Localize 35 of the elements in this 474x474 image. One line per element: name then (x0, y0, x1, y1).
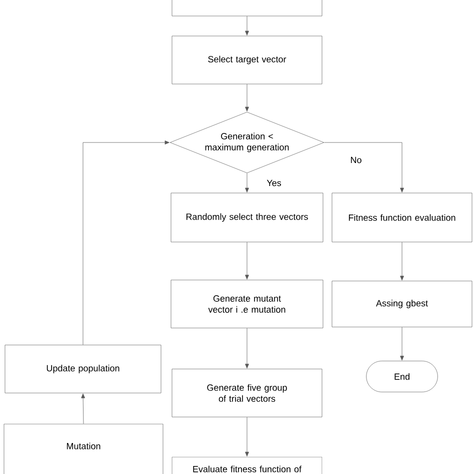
process-box (4, 424, 164, 474)
arrow (82, 140, 170, 345)
node-label: Randomly select three vectors (186, 213, 308, 222)
arrow (324, 142, 404, 192)
node-label: Generate mutant vector i .e mutation (208, 295, 286, 313)
process-box (172, 0, 322, 16)
node-label: Generation < maximum generation (205, 132, 289, 152)
node-label: Update population (46, 364, 120, 374)
process-box (172, 456, 322, 474)
edge-label: No (351, 156, 362, 164)
process-box (170, 192, 324, 242)
node-label: End (394, 373, 410, 380)
arrow (245, 173, 249, 192)
process-box (172, 36, 322, 84)
process-box (332, 280, 472, 328)
node-label: Generate five group of trial vectors (207, 384, 287, 402)
process-box (170, 280, 324, 328)
arrow (245, 328, 249, 368)
arrow (245, 417, 249, 456)
process-box (4, 344, 162, 394)
node-label: Mutation (66, 442, 100, 450)
process-box (172, 368, 322, 418)
process-box (332, 192, 472, 242)
node-label: Evaluate fitness function of (193, 466, 302, 472)
edge-label: Yes (266, 180, 282, 186)
arrow (245, 84, 249, 112)
node-label: Assing gbest (376, 300, 428, 308)
node-label: Select target vector (208, 56, 286, 64)
arrow (400, 327, 404, 360)
arrow (245, 16, 249, 36)
arrow (400, 242, 404, 280)
decision-diamond (170, 112, 324, 174)
arrow (81, 394, 86, 424)
arrow (245, 242, 249, 280)
node-label: Fitness function evaluation (348, 214, 456, 221)
